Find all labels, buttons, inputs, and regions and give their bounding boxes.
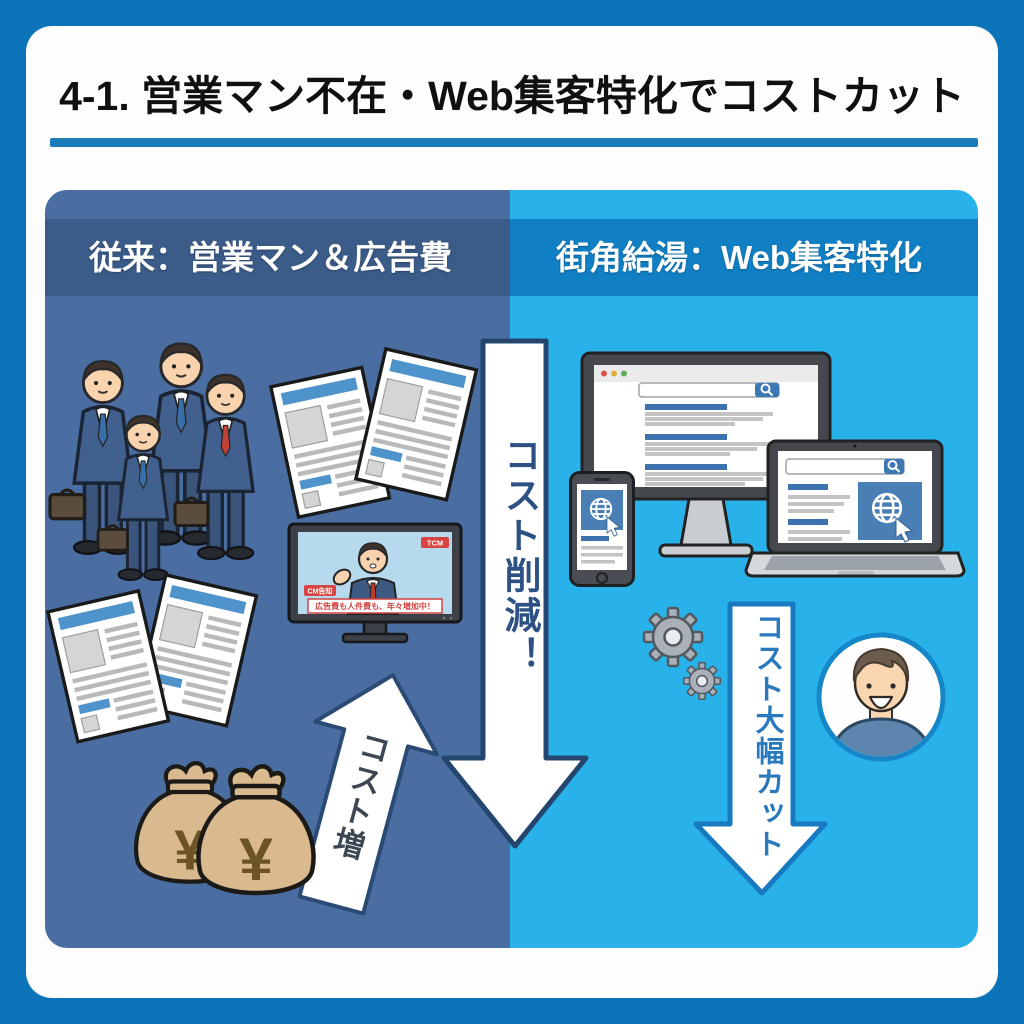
phone-speaker xyxy=(594,478,610,481)
search-results xyxy=(645,404,773,486)
window-dot-yellow xyxy=(611,370,617,377)
panel-traditional-header: 従来：営業マン＆広告費 xyxy=(45,219,510,296)
tv-icon: TCM CM告知 広告費も人件費も、年々増加中！ xyxy=(287,522,463,644)
avatar-hair xyxy=(852,647,910,682)
tv-badge-bottom-left: CM告知 xyxy=(308,587,333,596)
money-bags-icon xyxy=(138,742,318,912)
cost-down-arrow-right xyxy=(693,601,828,896)
window-dot-red xyxy=(601,370,607,377)
tv-ticker-text: 広告費も人件費も、年々増加中！ xyxy=(315,601,435,611)
search-results xyxy=(788,484,850,541)
title-underline xyxy=(50,138,978,147)
phone-home-button xyxy=(595,571,609,585)
right-arrow-label: コスト大幅カット xyxy=(751,612,783,860)
up-arrow-shape xyxy=(297,673,439,916)
window-dot-green xyxy=(621,370,627,377)
tv-stand-base xyxy=(341,632,409,644)
monitor-stand xyxy=(679,497,733,547)
user-avatar xyxy=(816,632,946,762)
avatar-mouth xyxy=(868,695,894,710)
monitor-base xyxy=(658,543,754,558)
browser-bar xyxy=(594,365,818,382)
laptop-touchpad xyxy=(838,571,874,575)
smartphone-icon xyxy=(569,471,635,587)
panel-web-header: 街角給湯：Web集客特化 xyxy=(510,219,978,296)
cost-up-arrow: コスト増 xyxy=(253,651,471,929)
center-arrow-label: コスト削減！ xyxy=(499,436,540,676)
businessmen-illustration xyxy=(48,341,255,582)
tv-badge-top-right: TCM xyxy=(427,539,443,548)
tv-badge-bottom-left-bg xyxy=(304,585,336,596)
flyers-bottom-icon xyxy=(46,573,259,744)
laptop-icon xyxy=(744,439,966,578)
cost-down-arrow-center xyxy=(441,338,589,849)
tv-badge-top-right-bg xyxy=(421,537,449,548)
tv-ticker-bar xyxy=(307,598,443,614)
page-title: 4-1. 営業マン不在・Web集客特化でコストカット xyxy=(59,73,965,119)
web-thumbnail xyxy=(581,490,623,530)
laptop-keyboard xyxy=(764,556,946,570)
